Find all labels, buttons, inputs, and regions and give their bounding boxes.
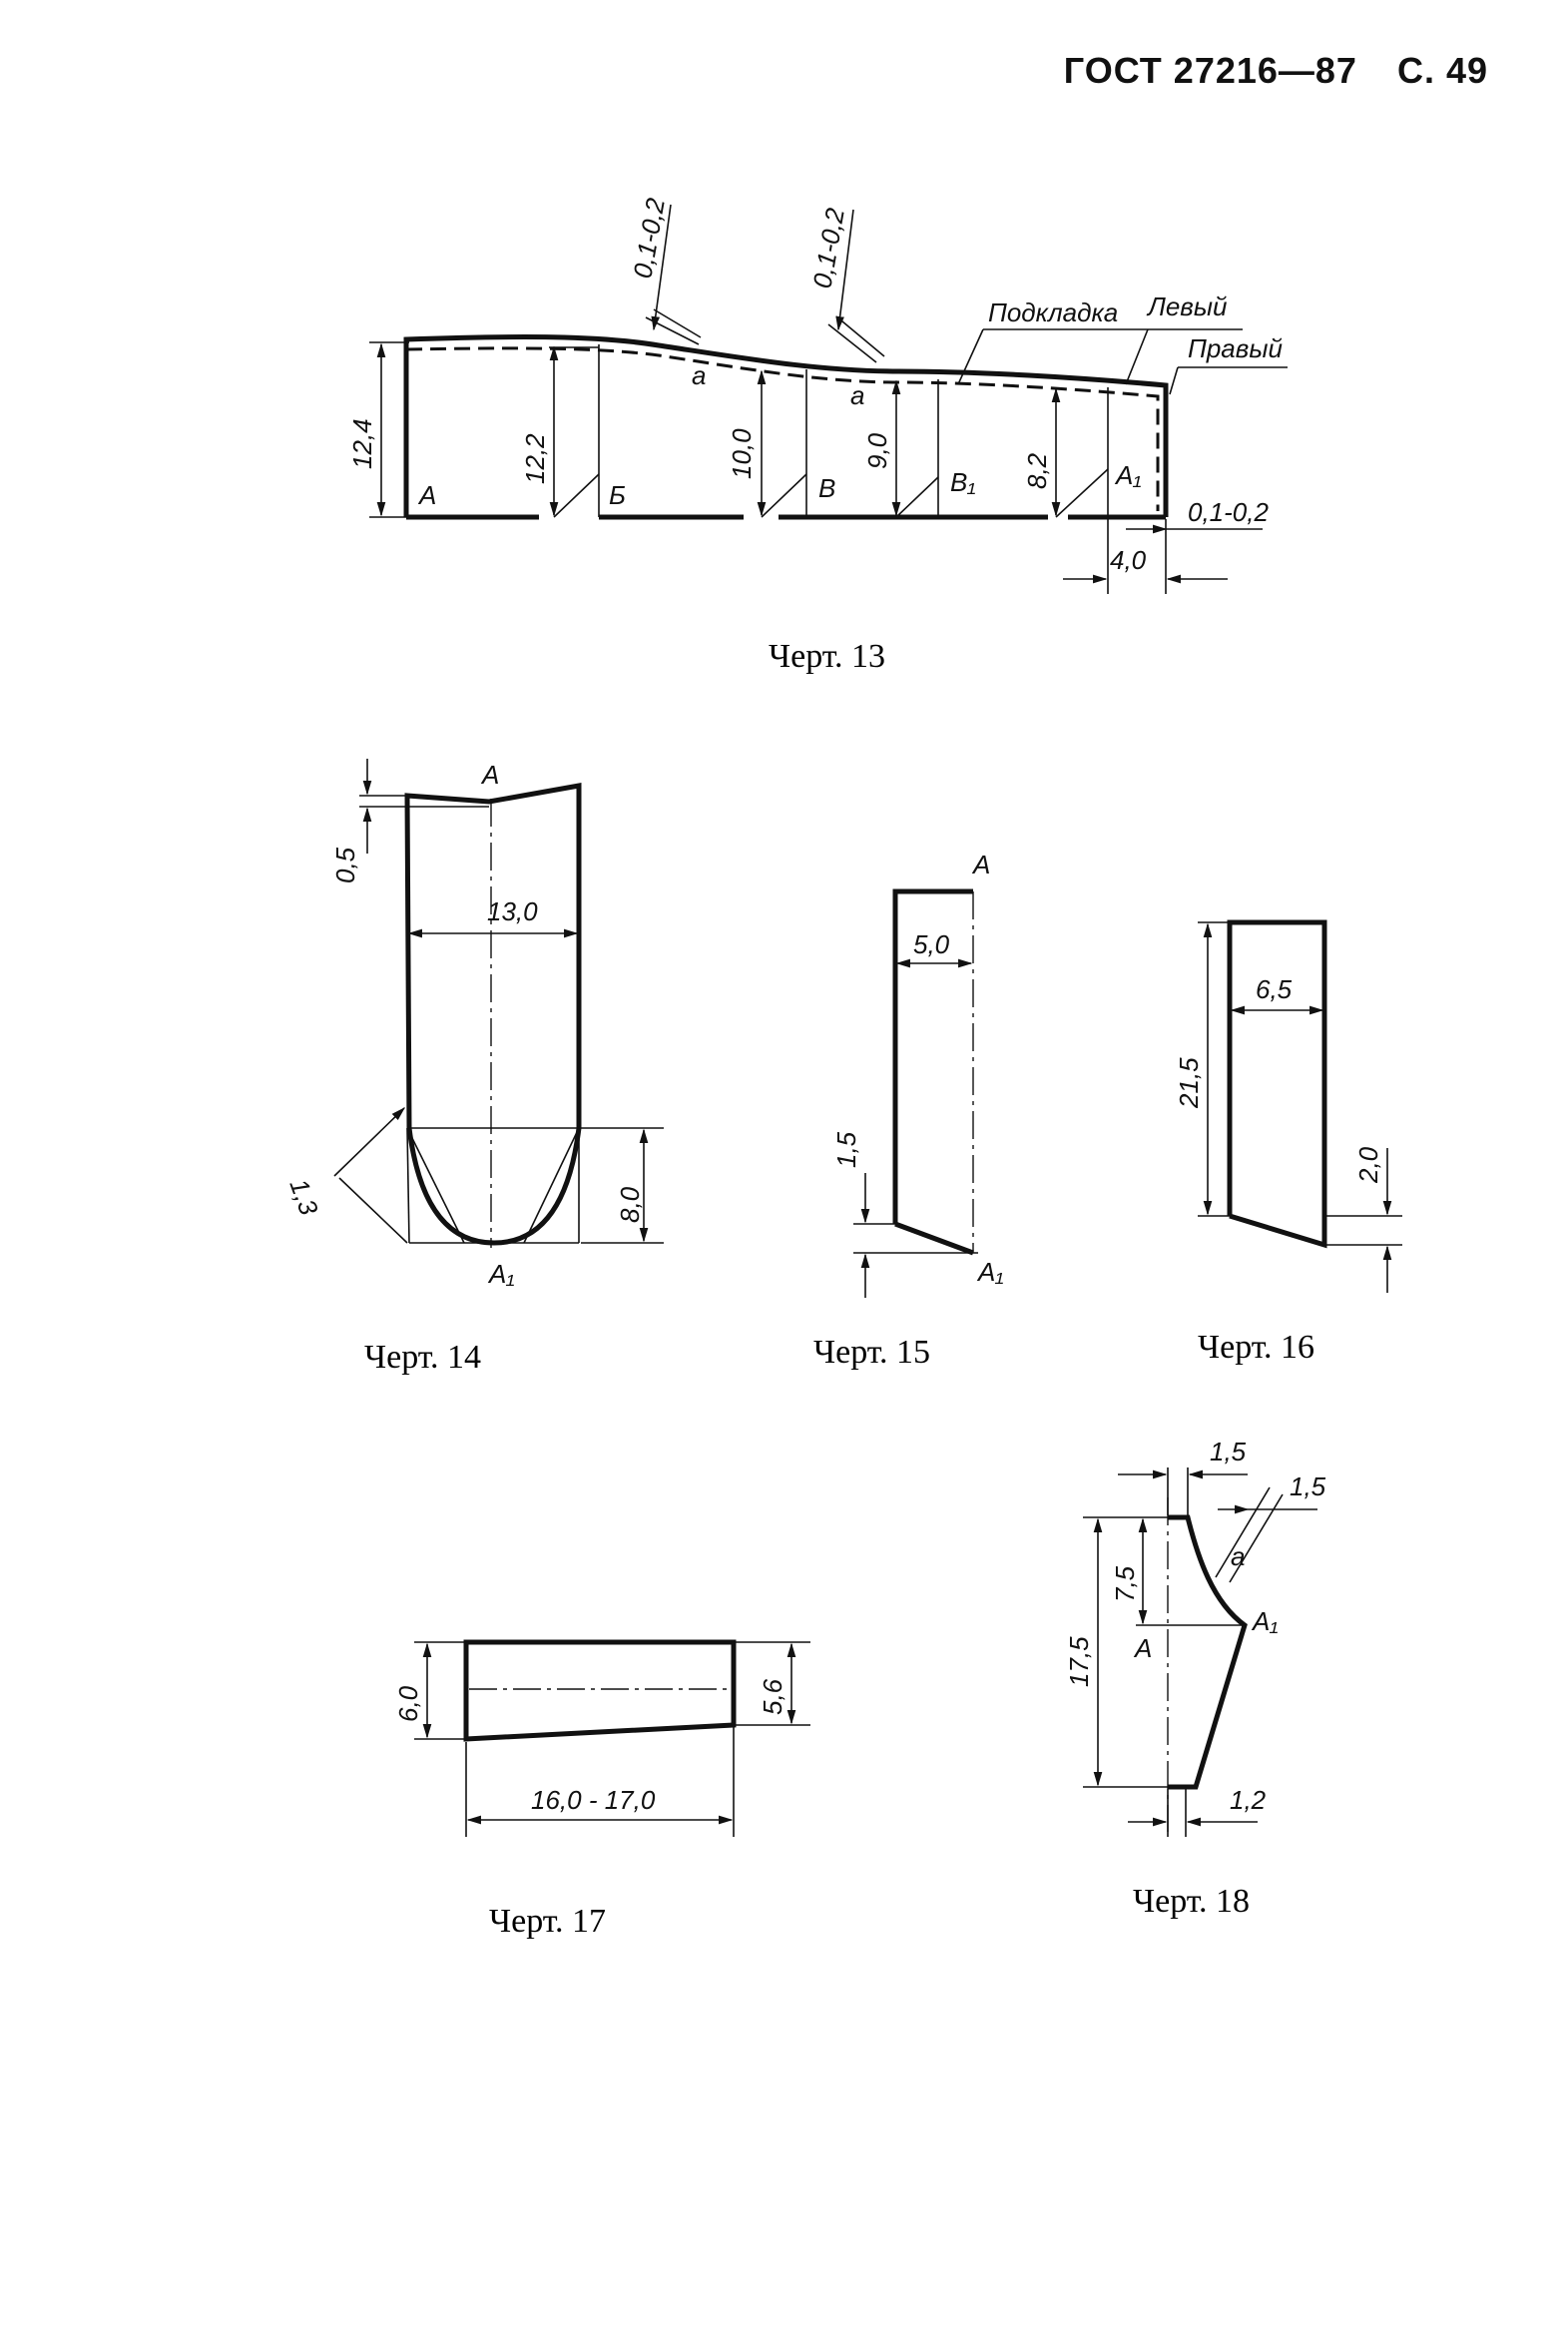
ch18-point-a-small: а xyxy=(1231,1541,1245,1571)
ch16-dim-label-20: 2,0 xyxy=(1353,1146,1383,1184)
ch13-note-lining: Подкладка xyxy=(988,297,1118,327)
ch13-dim-label-01-02-b: 0,1-0,2 xyxy=(1188,497,1269,527)
standard-number: ГОСТ 27216—87 xyxy=(1063,50,1357,91)
drawing-17: 6,0 5,6 16,0 - 17,0 xyxy=(393,1639,810,1837)
drawing-14: А А₁ 13,0 0,5 1,3 8,0 xyxy=(283,759,664,1289)
ch13-point-a-small-2: а xyxy=(850,380,864,410)
ch16-outline xyxy=(1227,919,1327,1249)
ch13-outline xyxy=(403,334,1169,517)
ch15-caption: Черт. 15 xyxy=(813,1334,930,1371)
ch18-point-a: А xyxy=(1133,1633,1152,1663)
ch15-dim-label-50: 5,0 xyxy=(913,929,950,959)
ch13-point-a-small: а xyxy=(692,360,706,390)
ch13-dim-label-100: 10,0 xyxy=(727,428,757,479)
drawing-16: 6,5 21,5 2,0 xyxy=(1174,919,1402,1293)
ch13-point-a1: А₁ xyxy=(1114,460,1142,490)
ch17-dim-label-56: 5,6 xyxy=(758,1678,787,1715)
ch15-outline xyxy=(892,888,974,1256)
ch17-dim-label-60: 6,0 xyxy=(393,1685,423,1722)
ch13-leader-1 xyxy=(651,204,672,331)
ch14-dim-label-130: 13,0 xyxy=(487,896,538,926)
page-header: ГОСТ 27216—87 С. 49 xyxy=(1064,50,1488,92)
ch13-dim-label-90: 9,0 xyxy=(862,432,892,469)
ch16-dim-label-215: 21,5 xyxy=(1174,1057,1204,1109)
ch13-note-right: Правый xyxy=(1188,333,1283,363)
ch14-dim-label-80: 8,0 xyxy=(615,1186,645,1223)
ch13-dim-label-82: 8,2 xyxy=(1022,452,1052,489)
drawing-15: А А₁ 5,0 1,5 xyxy=(831,850,1004,1298)
ch18-dim-label-12: 1,2 xyxy=(1230,1785,1267,1815)
ch15-point-a: А xyxy=(971,850,990,879)
ch14-point-a1: А₁ xyxy=(487,1259,515,1289)
ch14-dim-label-13: 1,3 xyxy=(283,1175,324,1220)
ch14-outline xyxy=(404,783,582,1246)
ch13-dim-label-40: 4,0 xyxy=(1110,545,1147,575)
ch13-caption: Черт. 13 xyxy=(769,638,885,675)
ch18-outline xyxy=(1168,1514,1248,1790)
ch13-point-b: Б xyxy=(609,480,626,510)
ch13-point-a: А xyxy=(417,480,436,510)
ch15-dim-label-15: 1,5 xyxy=(831,1131,861,1168)
ch14-dim-label-05: 0,5 xyxy=(330,847,360,883)
ch17-dim-label-160-170: 16,0 - 17,0 xyxy=(531,1785,656,1815)
ch13-point-v1: В₁ xyxy=(950,467,976,497)
ch18-dim-label-15-side: 1,5 xyxy=(1290,1471,1326,1501)
drawing-18: 1,5 1,5 7,5 17,5 1,2 а А А₁ xyxy=(1064,1437,1326,1837)
drawing-13: А Б В В₁ А₁ а а Подкладка Левый Правый 1… xyxy=(347,196,1288,594)
ch18-dim-label-75: 7,5 xyxy=(1110,1565,1140,1602)
ch18-point-a1: А₁ xyxy=(1251,1606,1279,1636)
ch13-dim-label-01-02-t2: 0,1-0,2 xyxy=(806,206,850,291)
ch13-dim-label-124: 12,4 xyxy=(347,418,377,469)
ch18-caption: Черт. 18 xyxy=(1133,1883,1250,1920)
ch14-dim-13 xyxy=(333,1106,406,1177)
ch13-dim-label-122: 12,2 xyxy=(520,433,550,484)
ch13-leader-2 xyxy=(835,209,854,331)
ch16-dim-label-65: 6,5 xyxy=(1256,974,1293,1004)
ch16-caption: Черт. 16 xyxy=(1198,1329,1314,1366)
ch13-dim-label-01-02-t1: 0,1-0,2 xyxy=(627,196,671,281)
ch18-dim-label-15-top: 1,5 xyxy=(1210,1437,1247,1466)
page-number: С. 49 xyxy=(1396,50,1488,91)
ch18-dim-label-175: 17,5 xyxy=(1064,1636,1094,1687)
ch15-point-a1: А₁ xyxy=(976,1257,1004,1287)
ch14-point-a: А xyxy=(480,760,499,790)
ch13-note-left: Левый xyxy=(1146,292,1227,321)
ch14-caption: Черт. 14 xyxy=(364,1339,481,1376)
ch17-outline xyxy=(463,1639,737,1742)
ch13-point-v: В xyxy=(818,473,835,503)
ch17-caption: Черт. 17 xyxy=(489,1903,606,1940)
